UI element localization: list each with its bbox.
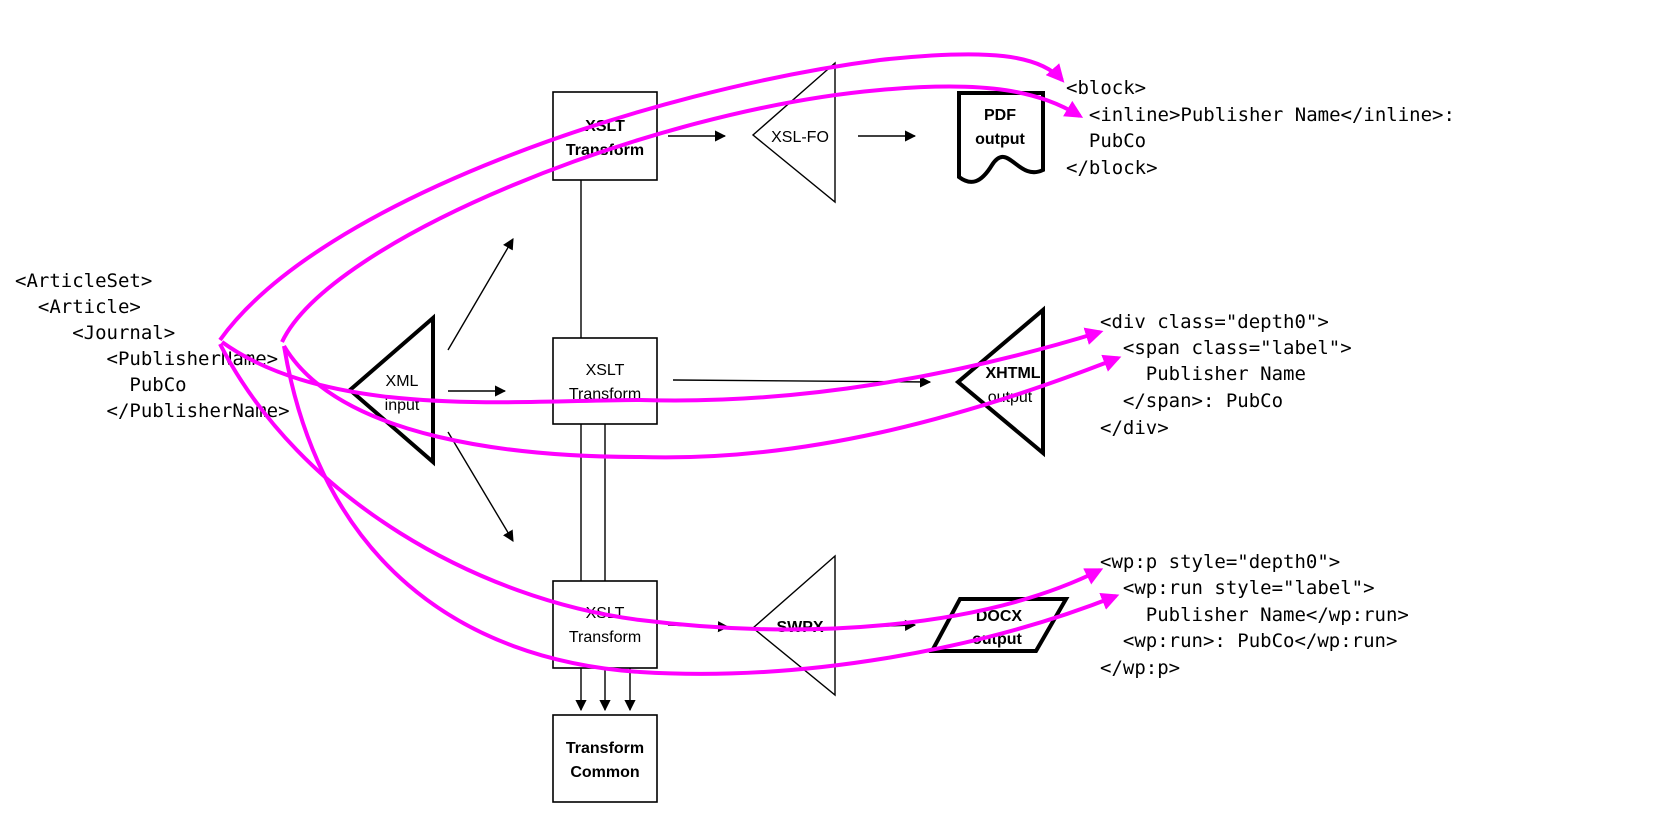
arrow-to-pdf-branch — [447, 238, 514, 351]
xml-input-node: XML input — [346, 313, 435, 467]
code-line: <Article> — [15, 296, 141, 318]
mapping-curve-to-wp-run — [282, 345, 1120, 676]
mapping-curve-to-inline — [280, 84, 1084, 343]
code-line: </block> — [1066, 157, 1158, 179]
code-line: PubCo — [1066, 130, 1146, 152]
code-line: <ArticleSet> — [15, 270, 152, 292]
transform-common-node: Transform Common — [552, 714, 658, 803]
code-line: <div class="depth0"> — [1100, 311, 1329, 333]
xsl-fo-label: XSL-FO — [771, 129, 829, 146]
pdf-output-label: PDF — [984, 107, 1016, 124]
source-xml-listing: <ArticleSet> <Article> <Journal> <Publis… — [15, 270, 290, 422]
xslt-label: Transform — [569, 629, 641, 646]
code-line: PubCo — [15, 374, 187, 396]
code-line: </span>: PubCo — [1100, 390, 1283, 412]
code-line: <block> — [1066, 77, 1146, 99]
mapping-curve-to-div — [220, 327, 1104, 405]
xslt-label: XSLT — [585, 118, 625, 135]
code-line: </PublisherName> — [15, 400, 290, 422]
mapping-curve-to-wp-p — [218, 343, 1104, 632]
code-line: <wp:run>: PubCo</wp:run> — [1100, 630, 1397, 652]
pdf-output-code: <block> <inline>Publisher Name</inline>:… — [1066, 77, 1455, 179]
docx-output-label: DOCX — [976, 608, 1023, 625]
xslt-label: XSLT — [586, 362, 625, 379]
code-line: </wp:p> — [1100, 657, 1180, 679]
xhtml-output-label: XHTML — [985, 365, 1040, 382]
transform-common-label: Common — [570, 764, 639, 781]
code-line: Publisher Name — [1100, 363, 1306, 385]
mapping-curve-to-span — [282, 344, 1122, 460]
code-line: <span class="label"> — [1100, 337, 1352, 359]
docx-output-code: <wp:p style="depth0"> <wp:run style="lab… — [1100, 551, 1409, 679]
code-line: <PublisherName> — [15, 348, 278, 370]
swpx-node: SWPX — [751, 554, 836, 697]
xhtml-output-code: <div class="depth0"> <span class="label"… — [1100, 311, 1352, 439]
code-line: <wp:p style="depth0"> — [1100, 551, 1340, 573]
arrow-to-docx-branch — [447, 431, 514, 542]
xsl-fo-node: XSL-FO — [751, 61, 836, 204]
transform-common-label: Transform — [566, 740, 644, 757]
xml-input-label: XML — [386, 373, 419, 390]
xslt-transform-bottom: XSLT Transform — [552, 580, 658, 669]
code-line: <Journal> — [15, 322, 175, 344]
code-line: Publisher Name</wp:run> — [1100, 604, 1409, 626]
code-line: <wp:run style="label"> — [1100, 577, 1375, 599]
mapping-curve-to-block — [218, 52, 1065, 342]
xhtml-output-node: XHTML output — [954, 305, 1045, 458]
code-line: <inline>Publisher Name</inline>: — [1066, 104, 1455, 126]
pdf-output-label: output — [975, 131, 1025, 148]
xslt-transform-middle: XSLT Transform — [552, 337, 658, 425]
xml-input-label: input — [385, 397, 420, 414]
docx-output-label: output — [972, 631, 1022, 648]
code-line: </div> — [1100, 417, 1169, 439]
mapping-curves — [218, 52, 1122, 676]
pdf-output-node: PDF output — [957, 91, 1045, 184]
